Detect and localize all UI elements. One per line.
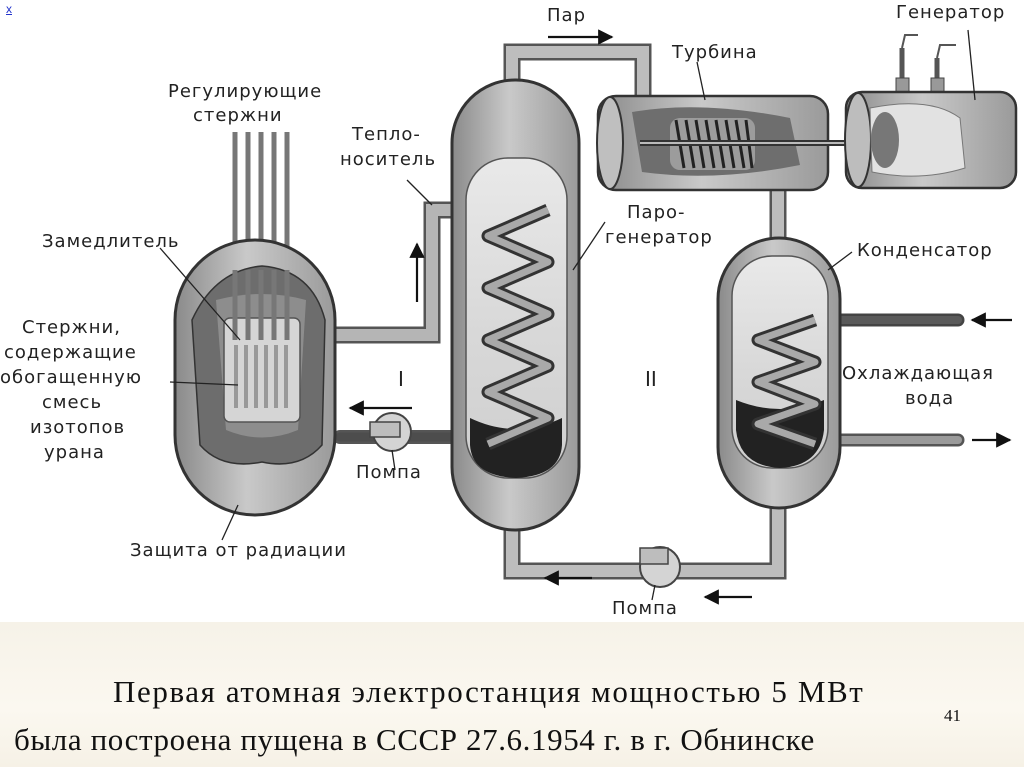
caption-line-2: была построена пущена в СССР 27.6.1954 г… xyxy=(14,722,815,757)
close-link[interactable]: x xyxy=(6,2,12,16)
labels: Регулирующие стержни Тепло- носитель Зам… xyxy=(0,2,1005,619)
caption-line-1: Первая атомная электростанция мощностью … xyxy=(113,674,865,709)
page-number: 41 xyxy=(944,706,961,725)
label-moderator: Замедлитель xyxy=(42,231,180,252)
label-coolant-1: Тепло- xyxy=(351,124,421,145)
label-control-rods-1: Регулирующие xyxy=(168,81,322,102)
label-fuel-rods-3: обогащенную xyxy=(0,367,142,388)
label-circuit-1: I xyxy=(398,367,404,391)
label-steam: Пар xyxy=(547,5,586,26)
steam-generator xyxy=(450,78,581,532)
label-fuel-rods-5: изотопов xyxy=(30,417,125,438)
primary-pipes xyxy=(316,201,477,444)
label-coolant-2: носитель xyxy=(340,149,436,170)
flow-arrows xyxy=(348,29,1012,605)
label-cooling-water-2: вода xyxy=(905,388,954,409)
label-steam-generator-1: Паро- xyxy=(627,202,686,223)
label-steam-generator-2: генератор xyxy=(605,227,713,248)
pump-1 xyxy=(369,412,412,452)
pump-2 xyxy=(639,546,681,588)
generator xyxy=(844,34,1018,190)
label-shielding: Защита от радиации xyxy=(130,540,347,561)
label-circuit-2: II xyxy=(645,367,657,391)
condenser xyxy=(716,236,842,510)
label-generator: Генератор xyxy=(896,2,1005,23)
label-pump-2: Помпа xyxy=(612,598,678,619)
label-cooling-water-1: Охлаждающая xyxy=(842,363,994,384)
label-fuel-rods-6: урана xyxy=(44,442,105,463)
label-fuel-rods-2: содержащие xyxy=(4,342,137,363)
caption: Первая атомная электростанция мощностью … xyxy=(0,668,1024,764)
caption-background xyxy=(0,622,1024,767)
npp-schematic: Регулирующие стержни Тепло- носитель Зам… xyxy=(0,2,1018,619)
label-fuel-rods-1: Стержни, xyxy=(22,317,121,338)
reactor-vessel xyxy=(173,238,337,517)
label-condenser: Конденсатор xyxy=(857,240,993,261)
leader-lines xyxy=(159,29,976,601)
label-pump-1: Помпа xyxy=(356,462,422,483)
label-control-rods-2: стержни xyxy=(193,105,283,126)
fuel-assembly xyxy=(234,345,288,408)
label-fuel-rods-4: смесь xyxy=(42,392,102,413)
turbine xyxy=(596,94,860,192)
label-turbine: Турбина xyxy=(671,42,758,63)
